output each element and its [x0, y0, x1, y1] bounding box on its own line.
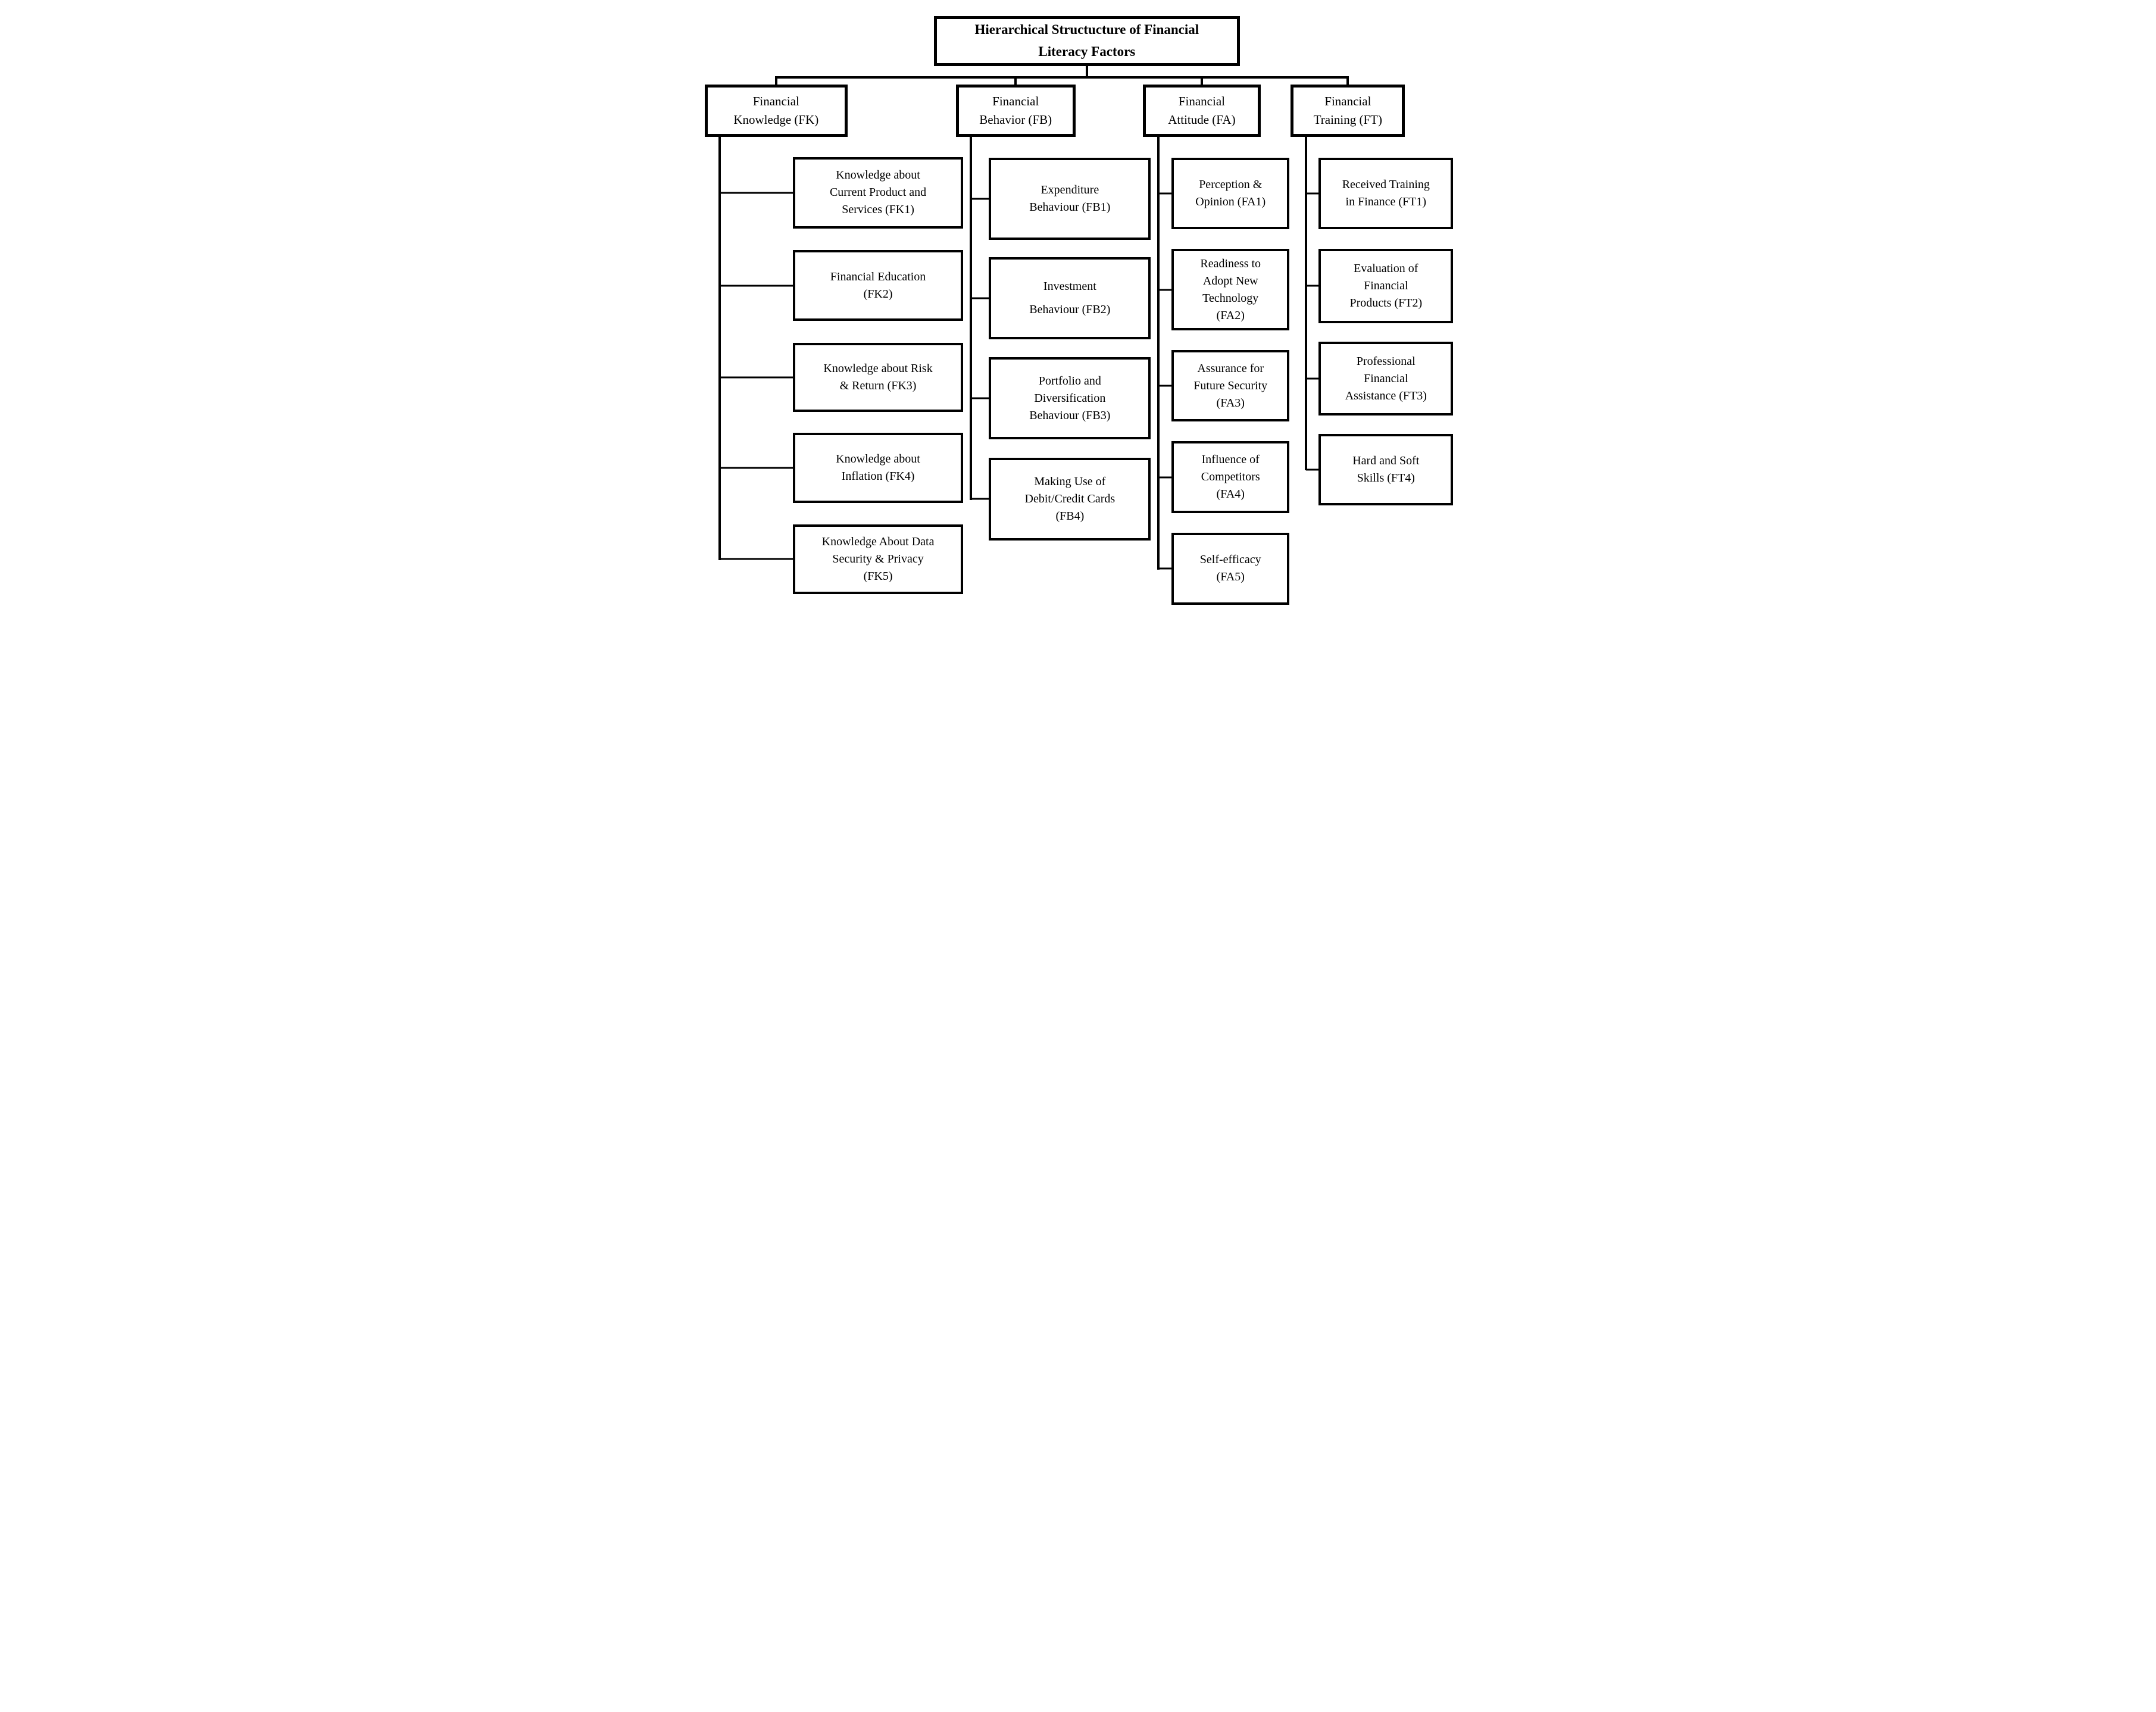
connector-stub-fk5: [720, 558, 795, 560]
connector-title-drop: [1085, 65, 1088, 79]
node-ft1: Received Training in Finance (FT1): [1318, 157, 1454, 230]
node-fb2: Investment Behaviour (FB2): [989, 257, 1151, 339]
branch-header-financial-behavior: Financial Behavior (FB): [955, 84, 1076, 137]
connector-stub-fb1: [971, 198, 991, 200]
branch-header-financial-knowledge: Financial Knowledge (FK): [704, 84, 848, 137]
node-fa4: Influence of Competitors (FA4): [1171, 441, 1290, 513]
connector-stub-fk1: [720, 192, 795, 194]
chart-title-box: Hierarchical Structucture of Financial L…: [933, 15, 1240, 67]
connector-trunk-fb: [970, 135, 973, 501]
connector-stub-fb4: [971, 498, 991, 500]
node-fa2: Readiness to Adopt New Technology (FA2): [1171, 249, 1290, 331]
connector-stub-fb3: [971, 397, 991, 399]
connector-stub-fa2: [1158, 289, 1174, 291]
connector-stub-fk3: [720, 376, 795, 379]
node-fb1: Expenditure Behaviour (FB1): [989, 157, 1151, 240]
node-ft2: Evaluation of Financial Products (FT2): [1318, 249, 1454, 323]
connector-trunk-ft: [1304, 135, 1307, 471]
connector-branch-drop-fk: [774, 76, 777, 85]
financial-literacy-hierarchy-diagram: Hierarchical Structucture of Financial L…: [697, 0, 1459, 605]
node-fk5: Knowledge About Data Security & Privacy …: [792, 524, 964, 595]
node-ft4: Hard and Soft Skills (FT4): [1318, 434, 1454, 506]
connector-trunk-fa: [1157, 135, 1160, 570]
node-fk1: Knowledge about Current Product and Serv…: [792, 157, 964, 229]
connector-trunk-fk: [718, 135, 721, 560]
connector-branch-drop-fb: [1014, 76, 1017, 85]
branch-header-financial-training: Financial Training (FT): [1291, 84, 1405, 137]
node-fk4: Knowledge about Inflation (FK4): [792, 433, 964, 504]
connector-stub-fa3: [1158, 385, 1174, 387]
connector-stub-fa4: [1158, 476, 1174, 479]
node-ft3: Professional Financial Assistance (FT3): [1318, 342, 1454, 416]
connector-stub-fk2: [720, 285, 795, 287]
node-fb4: Making Use of Debit/Credit Cards (FB4): [989, 457, 1151, 541]
node-fk3: Knowledge about Risk & Return (FK3): [792, 342, 964, 413]
connector-branch-drop-fa: [1201, 76, 1204, 85]
connector-stub-fa1: [1158, 192, 1174, 195]
node-fa5: Self-efficacy (FA5): [1171, 532, 1290, 605]
connector-stub-fa5: [1158, 567, 1174, 570]
connector-branch-drop-ft: [1346, 76, 1349, 85]
connector-stub-ft1: [1305, 192, 1321, 195]
connector-stub-ft2: [1305, 285, 1321, 287]
node-fb3: Portfolio and Diversification Behaviour …: [989, 357, 1151, 440]
branch-header-financial-attitude: Financial Attitude (FA): [1143, 84, 1261, 137]
connector-top-rail: [776, 76, 1348, 79]
node-fa1: Perception & Opinion (FA1): [1171, 157, 1290, 230]
connector-stub-fb2: [971, 297, 991, 299]
connector-stub-ft4: [1305, 468, 1321, 471]
connector-stub-fk4: [720, 467, 795, 469]
connector-stub-ft3: [1305, 377, 1321, 380]
node-fk2: Financial Education (FK2): [792, 250, 964, 321]
node-fa3: Assurance for Future Security (FA3): [1171, 350, 1290, 422]
